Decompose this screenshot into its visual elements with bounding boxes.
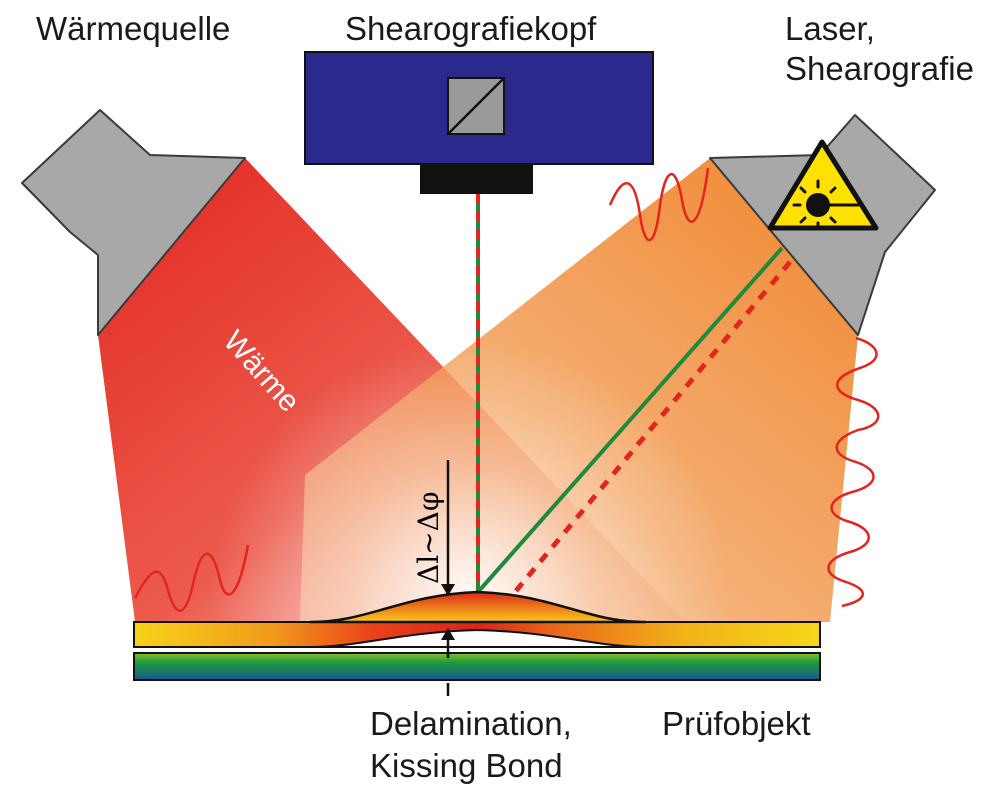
laser-wave-top: [608, 167, 710, 242]
shearography-head-label: Shearografiekopf: [345, 10, 597, 47]
delamination-label-line1: Delamination,: [370, 705, 572, 742]
laser-label-line2: Shearografie: [785, 50, 974, 87]
delamination-label-line2: Kissing Bond: [370, 747, 563, 784]
test-object-bottom-layer: [133, 652, 821, 681]
laser-ray-reference: [476, 246, 784, 594]
laser-warning-icon: [767, 139, 879, 231]
camera-lens: [420, 164, 533, 194]
deformation-bulge: [309, 590, 647, 624]
laser-ray-deformed: [513, 260, 792, 594]
heat-source-housing: [21, 109, 246, 336]
laser-wave-right: [827, 336, 880, 608]
test-object-label: Prüfobjekt: [662, 705, 811, 742]
heat-wave: [133, 544, 250, 612]
heat-source-label: Wärmequelle: [36, 10, 230, 47]
beam-splitter-icon: [447, 77, 505, 135]
displacement-arrows: [441, 460, 455, 696]
laser-label-line1: Laser,: [785, 10, 875, 47]
delamination-cavity: [309, 628, 647, 648]
displacement-formula: Δl~Δφ: [412, 492, 445, 584]
